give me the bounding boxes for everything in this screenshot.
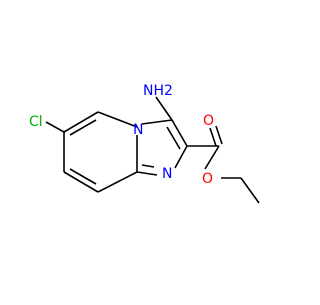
ring-nitrogen-top-label: N bbox=[133, 122, 143, 138]
bond-c2-n1 bbox=[174, 145, 188, 169]
bond-co-double-b bbox=[215, 125, 223, 145]
chloro-label: Cl bbox=[29, 114, 43, 130]
carbonyl-oxygen-label: O bbox=[203, 113, 214, 129]
substituent-bonds bbox=[45, 96, 260, 204]
bond-co-double-a bbox=[209, 127, 217, 147]
bond-n4-c3 bbox=[141, 119, 173, 125]
molecule-svg: NH2 N N Cl O O bbox=[29, 83, 260, 204]
atom-labels: NH2 N N Cl O O bbox=[29, 83, 214, 187]
bond-n1-c8a bbox=[136, 171, 158, 176]
molecule-structure: NH2 N N Cl O O bbox=[29, 83, 260, 204]
imidazole-ring bbox=[136, 119, 188, 176]
bond-ch2-ch3 bbox=[240, 177, 260, 204]
amino-label: NH2 bbox=[143, 83, 173, 99]
pyridine-ring bbox=[63, 111, 138, 193]
bond-c7-c8-inner bbox=[69, 168, 97, 185]
bond-c8-c8a bbox=[97, 171, 138, 193]
bond-c5-c6 bbox=[63, 111, 99, 133]
bond-c6-cl bbox=[45, 121, 65, 133]
bond-n1-c8a-inner bbox=[141, 164, 155, 168]
bond-c5-c6-inner bbox=[69, 119, 97, 136]
ester-oxygen-label: O bbox=[202, 171, 213, 187]
ring-nitrogen-bottom-label: N bbox=[162, 166, 172, 182]
bond-n4-c5 bbox=[97, 111, 138, 128]
bond-c3-c2-inner bbox=[166, 126, 181, 150]
bond-c3-nh2 bbox=[155, 96, 173, 121]
bond-c3-c2 bbox=[171, 119, 188, 147]
bond-c7-c8 bbox=[63, 171, 99, 193]
bond-c-oester bbox=[204, 145, 220, 170]
